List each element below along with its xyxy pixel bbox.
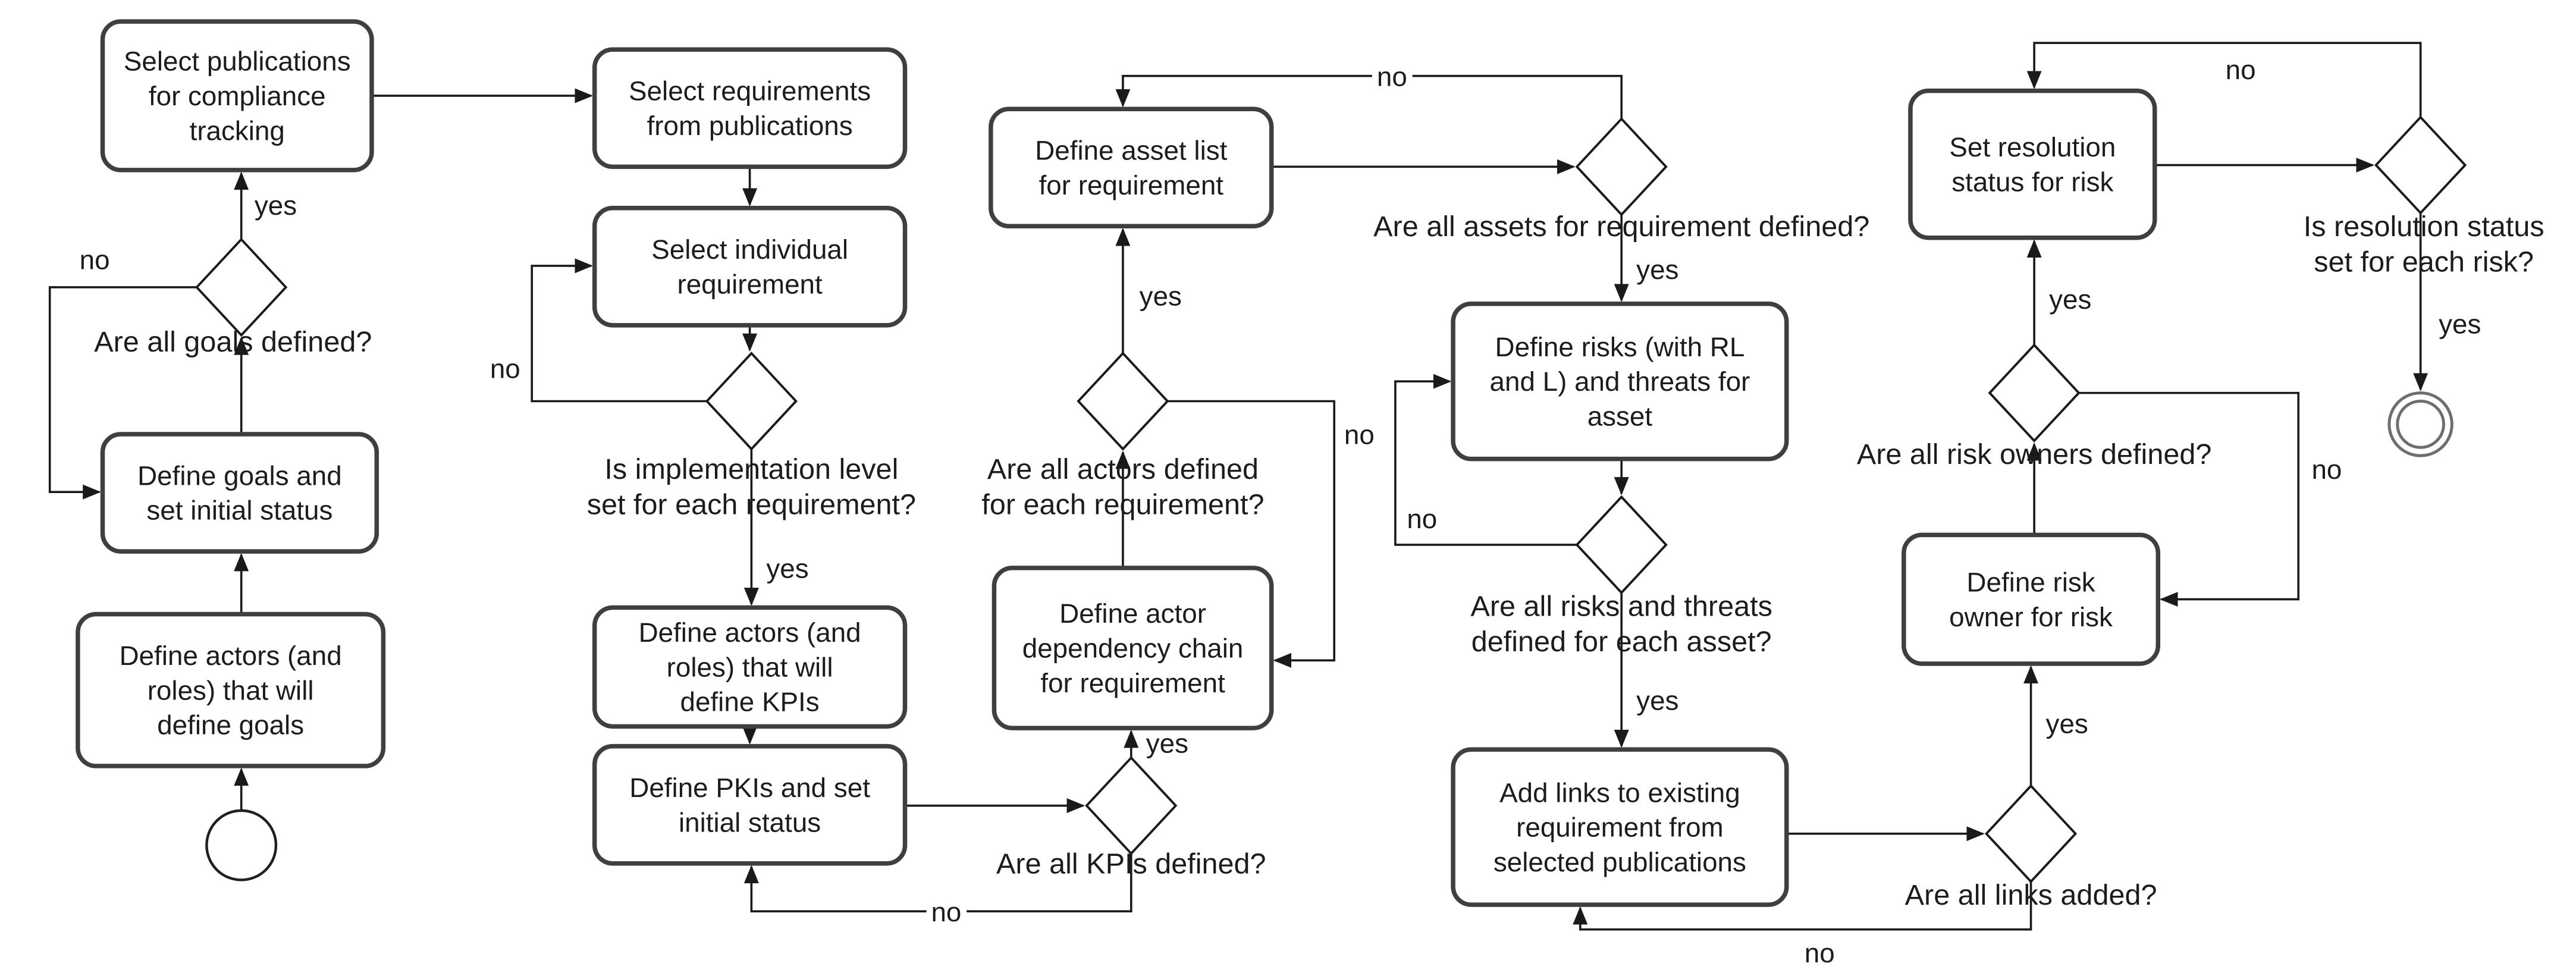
edge-assets-yes-label: yes: [1636, 255, 1678, 285]
edge-impl-no-label: no: [490, 354, 520, 384]
edge-actors-no-label: no: [1344, 420, 1375, 450]
gateway-assets-defined-question: Are all assets for requirement defined?: [1373, 211, 1869, 243]
task-define-actors-for-goals-label: define goals: [157, 710, 304, 740]
edge-goals-no: [48, 286, 197, 500]
edge-resolution-no: [2026, 42, 2422, 118]
task-select-publications: [100, 19, 374, 172]
task-set-resolution-status: [1908, 88, 2157, 240]
gateway-resolution-status-set-diamond-icon: [2374, 115, 2467, 215]
task-define-risks-and-threats-label: Define risks (with RL: [1495, 332, 1745, 362]
task-define-asset-list: [989, 106, 1274, 229]
edge-risks-yes-label: yes: [1636, 686, 1678, 716]
edge-resolution-no-label: no: [2226, 55, 2256, 85]
gateway-links-added-diamond-icon: [1984, 784, 2078, 884]
gateway-goals-defined-question: Are all goals defined?: [94, 326, 372, 358]
task-select-requirements-label: Select requirements: [629, 76, 871, 106]
gateway-goals-defined-diamond-icon: [195, 237, 288, 337]
task-define-asset-list-label: for requirement: [1039, 170, 1224, 200]
task-define-actors-for-kpis: [592, 605, 908, 729]
task-define-risk-owner-label: owner for risk: [1949, 602, 2113, 632]
task-define-risks-and-threats-label: asset: [1587, 401, 1653, 432]
edge-links-no-label: no: [1805, 938, 1835, 968]
task-set-resolution-status-label: Set resolution: [1949, 132, 2116, 162]
task-define-actors-for-kpis-label: Define actors (and: [639, 617, 861, 648]
edge-owners-no-label: no: [2311, 454, 2342, 485]
task-select-requirements-label: from publications: [647, 111, 853, 141]
task-define-asset-list-label: Define asset list: [1035, 136, 1227, 166]
edge-assets-no-label: no: [1377, 61, 1407, 92]
gateway-risks-threats-defined-diamond-icon: [1575, 495, 1668, 595]
edge-links-no: [1573, 881, 2032, 931]
gateway-implementation-level-set-question: Is implementation level: [604, 453, 898, 485]
gateway-risk-owners-defined-diamond-icon: [1988, 343, 2081, 443]
task-define-risks-and-threats-label: and L) and threats for: [1490, 366, 1750, 397]
gateway-resolution-status-set-question: Is resolution status: [2304, 211, 2544, 243]
edge-goals-yes-label: yes: [255, 190, 297, 221]
end-event-inner-ring-icon: [2396, 400, 2445, 449]
edge-links-yes-label: yes: [2046, 708, 2088, 739]
task-select-requirements: [592, 47, 908, 170]
task-define-actor-dependency-chain: [992, 566, 1274, 730]
task-define-risk-owner-label: Define risk: [1966, 567, 2095, 597]
task-define-pkis-label: initial status: [679, 807, 821, 837]
gateway-kpis-defined-diamond-icon: [1085, 756, 1178, 855]
gateway-actors-defined-question: Are all actors defined: [987, 453, 1259, 485]
task-define-actors-for-kpis-label: define KPIs: [680, 687, 820, 717]
gateway-resolution-status-set-question: set for each risk?: [2314, 246, 2534, 278]
edge-actors-no: [1167, 400, 1336, 668]
gateway-risk-owners-defined-question: Are all risk owners defined?: [1857, 438, 2212, 470]
task-add-links: [1451, 747, 1789, 907]
start-event-icon: [205, 809, 278, 881]
task-select-publications-label: tracking: [190, 115, 285, 146]
task-define-actors-for-goals-label: Define actors (and: [120, 641, 342, 671]
task-set-resolution-status-label: status for risk: [1951, 167, 2113, 197]
gateway-implementation-level-set-diamond-icon: [705, 352, 798, 451]
task-select-publications-label: Select publications: [124, 46, 351, 77]
gateway-risks-threats-defined-question: Are all risks and threats: [1470, 590, 1772, 622]
task-define-risk-owner: [1902, 532, 2161, 666]
task-define-goals-label: Define goals and: [137, 460, 342, 491]
task-select-publications-label: for compliance: [149, 81, 326, 111]
edge-kpis-no-label: no: [931, 897, 961, 927]
edge-risks-no-label: no: [1407, 504, 1437, 534]
gateway-assets-defined-diamond-icon: [1575, 117, 1668, 216]
edge-owners-yes-label: yes: [2049, 284, 2091, 315]
edge-impl-no: [531, 258, 707, 403]
task-define-risks-and-threats: [1451, 301, 1789, 462]
task-define-goals-label: set initial status: [146, 495, 332, 526]
task-select-individual-requirement-label: requirement: [677, 269, 823, 299]
task-define-pkis-label: Define PKIs and set: [629, 773, 870, 803]
edge-assets-no: [1115, 74, 1623, 119]
task-select-individual-requirement: [592, 205, 908, 328]
task-add-links-label: selected publications: [1493, 847, 1746, 877]
gateway-kpis-defined-question: Are all KPIs defined?: [996, 848, 1266, 880]
task-define-actor-dependency-chain-label: Define actor: [1059, 598, 1206, 629]
task-select-individual-requirement-label: Select individual: [651, 234, 848, 265]
task-add-links-label: Add links to existing: [1499, 777, 1740, 808]
task-define-actor-dependency-chain-label: dependency chain: [1022, 633, 1244, 663]
edge-kpis-yes-label: yes: [1146, 729, 1188, 759]
gateway-risks-threats-defined-question: defined for each asset?: [1471, 626, 1772, 658]
gateway-actors-defined-diamond-icon: [1077, 352, 1169, 451]
edge-impl-yes-label: yes: [766, 554, 808, 584]
edge-actors-yes-label: yes: [1140, 281, 1182, 312]
gateway-links-added-question: Are all links added?: [1905, 879, 2157, 911]
gateway-actors-defined-question: for each requirement?: [981, 489, 1264, 521]
gateway-implementation-level-set-question: set for each requirement?: [587, 489, 916, 521]
task-define-actor-dependency-chain-label: for requirement: [1040, 668, 1225, 698]
edge-risks-no: [1394, 374, 1577, 546]
edge-owners-no: [2079, 391, 2300, 607]
task-define-actors-for-goals-label: roles) that will: [148, 675, 314, 705]
task-define-actors-for-goals: [76, 611, 386, 768]
task-define-actors-for-kpis-label: roles) that will: [667, 652, 833, 682]
task-add-links-label: requirement from: [1516, 812, 1724, 843]
edge-resolution-yes-label: yes: [2439, 309, 2481, 340]
edge-goals-no-label: no: [80, 244, 110, 275]
task-define-pkis: [592, 743, 908, 866]
task-define-goals: [100, 432, 379, 554]
edge-kpis-no: [743, 854, 1132, 912]
